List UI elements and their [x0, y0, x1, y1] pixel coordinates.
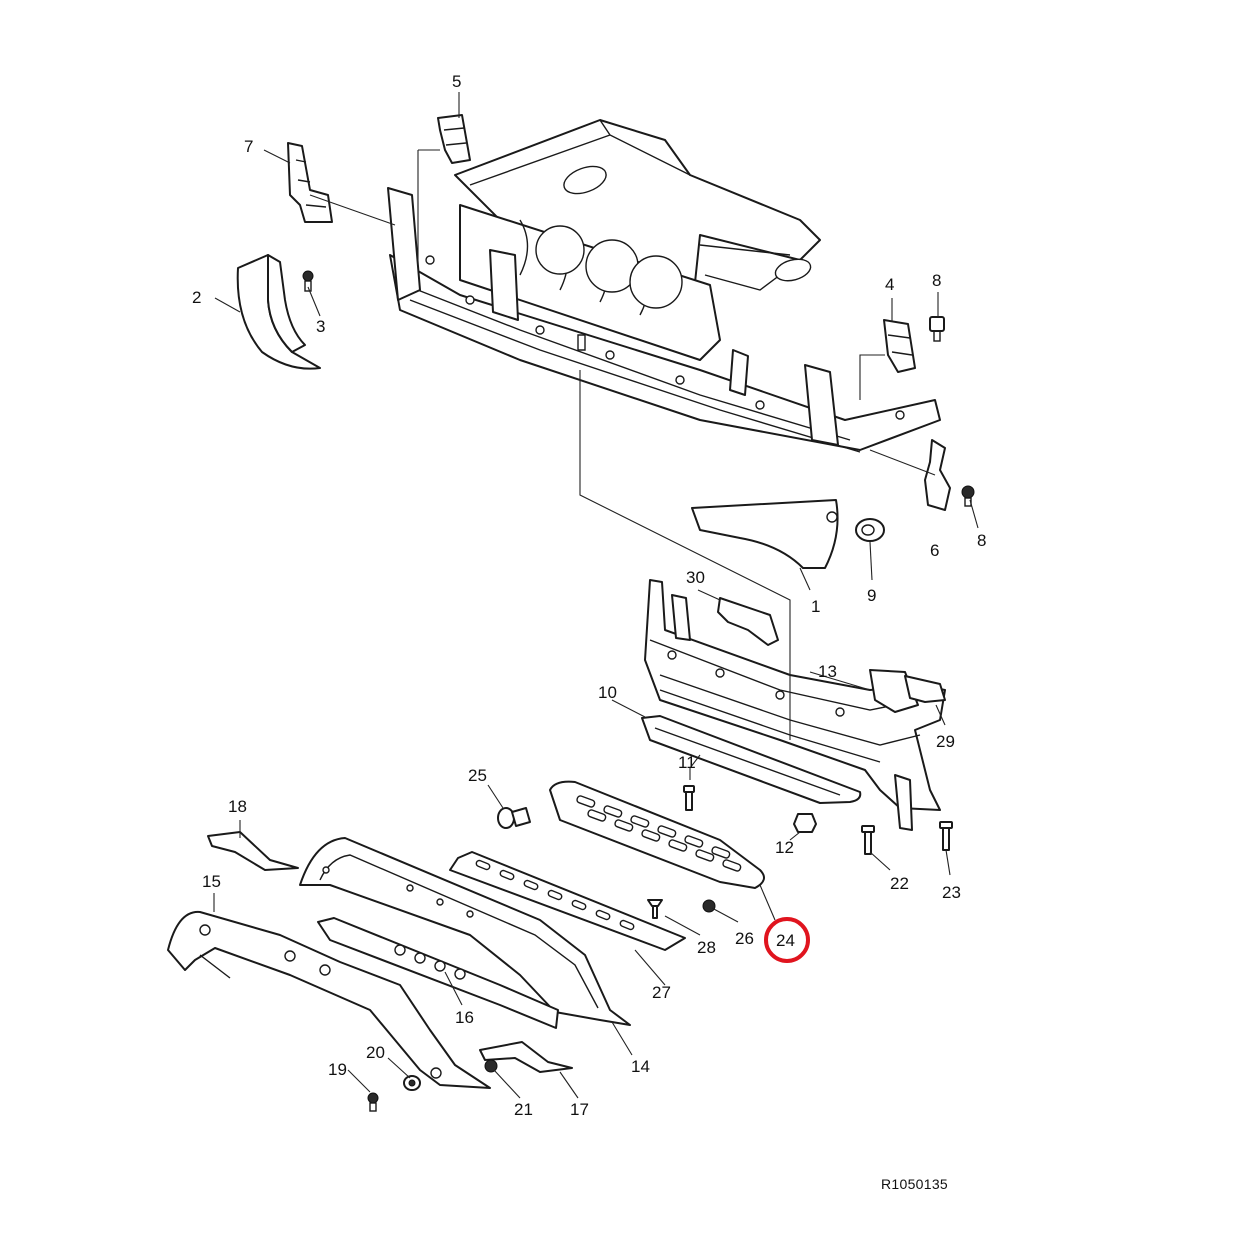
part-24-grille — [549, 780, 765, 889]
callout-17: 17 — [570, 1100, 589, 1119]
part-30-bracket — [717, 597, 779, 646]
callout-26: 26 — [735, 929, 754, 948]
callout-18: 18 — [228, 797, 247, 816]
callout-23: 23 — [942, 883, 961, 902]
callout-13: 13 — [818, 662, 837, 681]
callout-7: 7 — [244, 137, 253, 156]
callout-22: 22 — [890, 874, 909, 893]
part-8-bolt-lower — [961, 485, 975, 507]
part-23-bolt — [939, 821, 953, 851]
grille-slots — [576, 795, 742, 872]
callout-6: 6 — [930, 541, 939, 560]
callout-27: 27 — [652, 983, 671, 1002]
part-5-bracket — [437, 114, 471, 164]
part-9-grommet — [855, 518, 885, 542]
callouts: 5 7 2 3 4 8 6 8 9 1 30 13 29 10 11 12 22… — [192, 72, 986, 1119]
part-6-deflector — [924, 439, 951, 511]
part-27-plate — [449, 851, 686, 951]
part-11-bolt — [683, 785, 695, 811]
callout-8-lower: 8 — [977, 531, 986, 550]
callout-24: 24 — [776, 931, 795, 950]
callout-4: 4 — [885, 275, 894, 294]
part-28-pin — [647, 899, 663, 919]
callout-20: 20 — [366, 1043, 385, 1062]
callout-3: 3 — [316, 317, 325, 336]
callout-1: 1 — [811, 597, 820, 616]
callout-16: 16 — [455, 1008, 474, 1027]
part-8-bolt-upper — [929, 316, 945, 342]
part-10-strip — [641, 715, 862, 804]
part-3-fastener — [302, 270, 314, 292]
part-22-bolt — [861, 825, 875, 855]
callout-5: 5 — [452, 72, 461, 91]
leader-lines — [213, 92, 979, 1099]
part-2-deflector — [236, 254, 321, 370]
part-25-clip — [497, 807, 531, 829]
callout-21: 21 — [514, 1100, 533, 1119]
callout-15: 15 — [202, 872, 221, 891]
callout-11: 11 — [678, 753, 696, 772]
callout-28: 28 — [697, 938, 716, 957]
plate-slots — [475, 859, 635, 931]
highlight-circle-callout-24 — [764, 917, 810, 963]
callout-12: 12 — [775, 838, 794, 857]
part-18-bracket — [207, 831, 299, 871]
part-16-support — [317, 917, 559, 1029]
part-15-valance — [167, 910, 491, 1089]
callout-14: 14 — [631, 1057, 650, 1076]
callout-9: 9 — [867, 586, 876, 605]
part-7-bracket — [287, 142, 333, 223]
part-12-nut — [793, 813, 817, 833]
callout-10: 10 — [598, 683, 617, 702]
part-26-fastener — [702, 899, 716, 913]
part-13-bumper-beam — [644, 579, 946, 831]
part-4-bracket — [883, 319, 916, 373]
callout-8-upper: 8 — [932, 271, 941, 290]
callout-19: 19 — [328, 1060, 347, 1079]
reference-code: R1050135 — [880, 1176, 948, 1192]
callout-2: 2 — [192, 288, 201, 307]
callout-29: 29 — [936, 732, 955, 751]
part-21-fastener — [484, 1059, 498, 1073]
part-19-bolt — [367, 1092, 379, 1112]
part-14-fascia — [299, 837, 631, 1026]
callout-25: 25 — [468, 766, 487, 785]
part-1-panel — [691, 499, 839, 569]
part-29-bracket — [904, 675, 946, 703]
part-20-grommet — [403, 1075, 421, 1091]
front-frame-assembly — [387, 119, 941, 453]
callout-30: 30 — [686, 568, 705, 587]
